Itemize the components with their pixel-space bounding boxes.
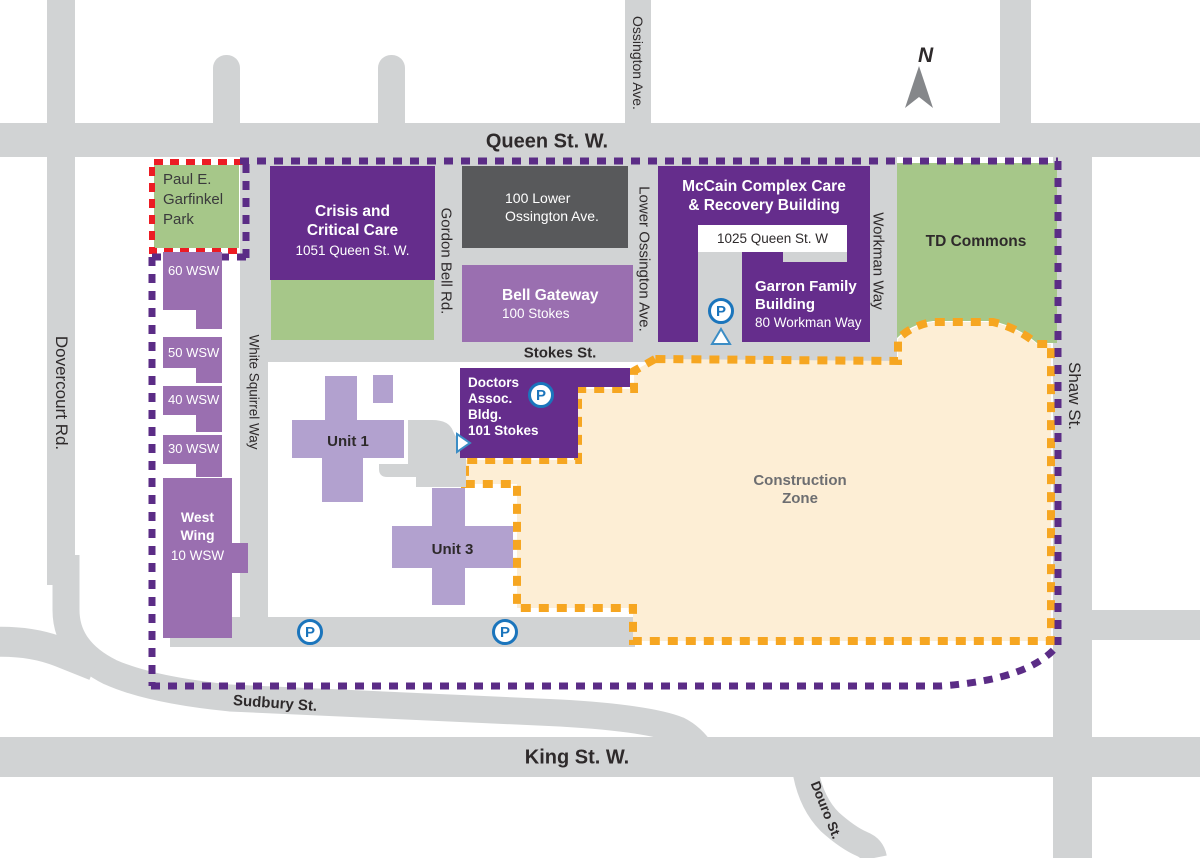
road-ossington: [625, 0, 651, 127]
lower100-line1: 100 Lower: [505, 190, 571, 206]
road-north-of-queen-east: [1000, 0, 1031, 127]
road-east-of-shaw: [1092, 610, 1200, 640]
building-crisis-critical-care: Crisis and Critical Care 1051 Queen St. …: [270, 166, 435, 280]
crisis-name-line2: Critical Care: [306, 221, 399, 239]
west-wing-line1: West: [180, 509, 215, 525]
parking-p: P: [715, 302, 726, 320]
garron-line1: Garron Family: [755, 278, 857, 295]
building-60wsw: [163, 252, 222, 310]
crisis-name-line1: Crisis and: [315, 202, 390, 220]
road-queen-st: [0, 123, 1200, 157]
building-unit3-label: Unit 3: [431, 541, 474, 558]
building-unit1-label: Unit 1: [327, 433, 369, 450]
park-label-line3: Park: [163, 211, 194, 228]
road-campus-internal: [170, 617, 635, 647]
construction-label-line2: Zone: [782, 490, 818, 507]
lower100-line2: Ossington Ave.: [505, 208, 599, 224]
street-label-king: King St. W.: [524, 746, 630, 769]
mccain-line2: & Recovery Building: [688, 196, 840, 214]
building-mccain-right-stub: [847, 225, 870, 262]
street-label-shaw: Shaw St.: [1065, 361, 1084, 431]
north-label: N: [918, 44, 934, 67]
building-60wsw-tab: [196, 310, 222, 329]
street-label-lower-ossington: Lower Ossington Ave.: [635, 186, 653, 332]
park-label-line2: Garfinkel: [163, 191, 224, 208]
street-label-white-squirrel: White Squirrel Way: [246, 334, 262, 450]
green-space-crisis: [271, 280, 434, 340]
building-40wsw-tab: [196, 415, 222, 432]
building-60wsw-label: 60 WSW: [168, 263, 220, 278]
street-label-queen: Queen St. W.: [485, 130, 609, 153]
parking-icon-garron: P: [708, 298, 734, 324]
building-garron-label: Garron Family Building 80 Workman Way: [755, 278, 862, 331]
road-stub-1: [213, 55, 240, 127]
bell-name: Bell Gateway: [502, 286, 599, 304]
building-doctors-assoc-tab: [578, 368, 630, 387]
road-dovercourt: [47, 0, 75, 585]
bell-addr: 100 Stokes: [502, 305, 570, 321]
road-sudbury-st: [52, 555, 714, 760]
park-label-line1: Paul E.: [163, 171, 212, 188]
building-50wsw-label: 50 WSW: [168, 345, 220, 360]
building-doctors-label: Doctors Assoc. Bldg. 101 Stokes: [468, 375, 539, 439]
parking-p: P: [499, 623, 510, 641]
garron-line2: Building: [755, 296, 815, 313]
label-box-1025-queen: 1025 Queen St. W: [698, 225, 847, 252]
west-wing-addr: 10 WSW: [170, 548, 225, 563]
street-label-douro: Douro St.: [807, 779, 845, 841]
street-label-stokes: Stokes St.: [523, 344, 597, 362]
street-label-ossington: Ossington Ave.: [630, 16, 646, 110]
td-commons-area: [897, 163, 1057, 343]
doctors-line1: Doctors: [468, 375, 520, 390]
parking-icon-west-lot: P: [297, 619, 323, 645]
building-100-lower-ossington: 100 Lower Ossington Ave.: [462, 166, 628, 248]
west-wing-line2: Wing: [180, 527, 215, 543]
road-west-branch: [0, 626, 101, 680]
construction-zone-label: Construction Zone: [730, 472, 870, 508]
parking-p: P: [304, 623, 315, 641]
parking-icon-doctors: P: [528, 382, 554, 408]
td-commons-label: TD Commons: [925, 233, 1027, 250]
street-label-sudbury: Sudbury St.: [232, 692, 318, 715]
crisis-addr: 1051 Queen St. W.: [295, 242, 410, 258]
building-50wsw-tab: [196, 368, 222, 383]
doctors-line3: Bldg.: [468, 407, 502, 422]
road-stub-2: [378, 55, 405, 127]
building-30wsw-tab: [196, 464, 222, 477]
building-bell-gateway: Bell Gateway 100 Stokes: [462, 265, 633, 342]
north-arrow-icon: [905, 66, 933, 108]
building-west-wing-tab: [232, 543, 248, 573]
street-label-workman: Workman Way: [869, 212, 887, 310]
building-30wsw-label: 30 WSW: [168, 441, 220, 456]
park-label: Paul E. Garfinkel Park: [163, 170, 223, 230]
building-mccain-left-wing: [658, 225, 698, 342]
building-unit1-top-arm: [325, 376, 357, 420]
road-shaw-st: [1053, 127, 1092, 858]
addr-1025-label: 1025 Queen St. W: [716, 231, 829, 246]
construction-label-line1: Construction: [753, 472, 847, 489]
parking-icon-south-lot: P: [492, 619, 518, 645]
building-40wsw-label: 40 WSW: [168, 392, 220, 407]
building-unit1-annex: [373, 375, 393, 403]
street-label-gordon-bell: Gordon Bell Rd.: [437, 207, 455, 315]
parking-p: P: [535, 386, 546, 404]
building-mccain: McCain Complex Care & Recovery Building: [658, 166, 870, 225]
mccain-line1: McCain Complex Care: [682, 177, 846, 195]
doctors-line4: 101 Stokes: [468, 423, 539, 438]
building-unit1-bottom-arm: [322, 458, 363, 502]
building-west-wing-label: West Wing 10 WSW: [163, 508, 232, 565]
street-label-dovercourt: Dovercourt Rd.: [52, 335, 71, 451]
garron-addr: 80 Workman Way: [755, 315, 862, 330]
